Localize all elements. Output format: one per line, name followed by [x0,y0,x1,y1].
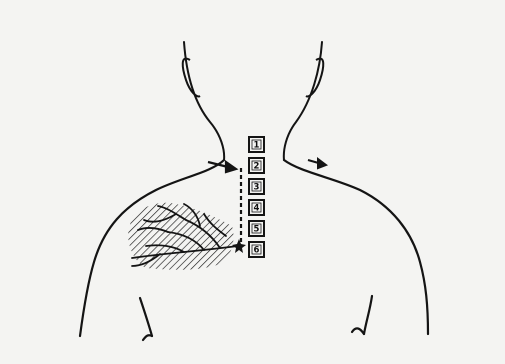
vertebra-label: 1 [254,141,260,151]
vertebra-label: 2 [254,162,260,172]
vertebra-label: 3 [254,183,260,193]
vertebra-label: 5 [254,225,260,235]
vertebra-label: 6 [254,246,260,256]
vertebra-label: 4 [254,204,260,214]
